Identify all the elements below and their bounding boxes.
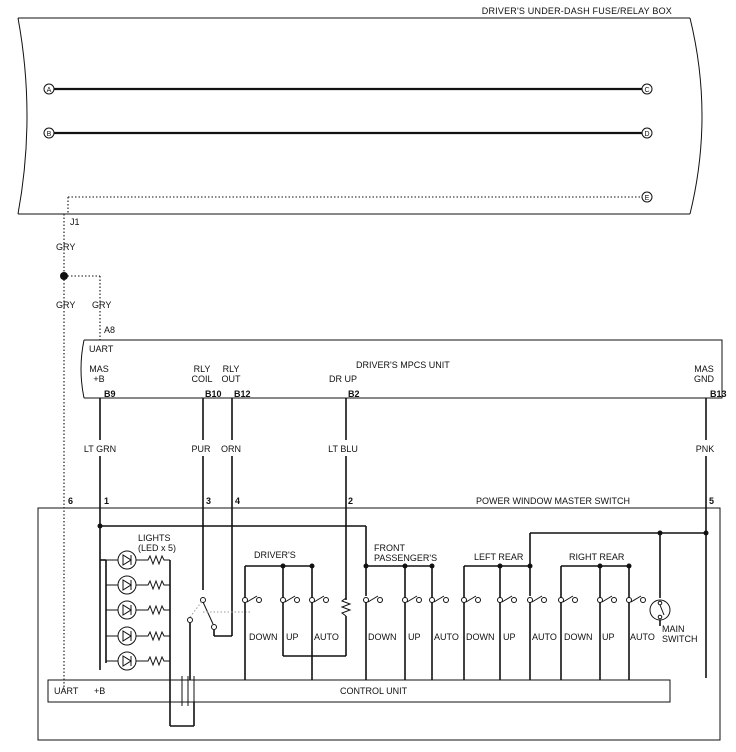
led-icon (106, 575, 170, 595)
window-switch: AUTO (527, 595, 557, 680)
pin-number: B12 (234, 389, 251, 399)
switch-label: AUTO (314, 632, 339, 642)
wire-color-label: LT GRN (84, 444, 116, 454)
switch-pin-number: 1 (104, 496, 109, 506)
window-switch: UP (597, 566, 617, 680)
lights-label: LIGHTS (138, 533, 171, 543)
pin-number: B2 (348, 389, 360, 399)
control-unit: UART +B CONTROL UNIT (47, 676, 671, 706)
window-switch: DOWN (242, 566, 278, 680)
pin-function-label: MAS (694, 364, 714, 374)
pin-function-label: RLY (194, 364, 211, 374)
wire-color-label: PNK (696, 444, 715, 454)
master-switch-title: POWER WINDOW MASTER SWITCH (476, 496, 630, 506)
switch-label: UP (408, 632, 421, 642)
switch-label: DOWN (249, 632, 278, 642)
wire-gry-label: GRY (56, 242, 75, 252)
mpcs-uart-label: UART (89, 344, 114, 354)
group-label-front-passenger: FRONT (374, 543, 405, 553)
group-label-left-rear: LEFT REAR (474, 552, 524, 562)
pin-function-label: RLY (223, 364, 240, 374)
switch-label: DOWN (564, 632, 593, 642)
switch-pin-number: 3 (206, 496, 211, 506)
control-unit-uart-label: UART (54, 686, 79, 696)
window-switch: AUTO (626, 566, 655, 680)
terminal-b: B (43, 127, 55, 139)
fuse-box-title: DRIVER'S UNDER-DASH FUSE/RELAY BOX (482, 6, 672, 16)
pin-function-label: OUT (222, 374, 242, 384)
switch-label: UP (503, 632, 516, 642)
pin-function-label: MAS (89, 364, 109, 374)
switch-label: UP (602, 632, 615, 642)
led-icon (106, 600, 170, 620)
window-switch: DOWN (461, 566, 495, 680)
svg-text:D: D (644, 131, 649, 138)
led-icon (106, 626, 170, 646)
svg-text:C: C (644, 87, 649, 94)
led-icon (106, 550, 170, 570)
terminal-c: C (641, 83, 653, 95)
terminal-e: E (641, 191, 653, 203)
pin-number: B10 (205, 389, 222, 399)
switch-label: AUTO (630, 632, 655, 642)
window-switch: DOWN (363, 595, 397, 680)
wire-color-label: PUR (191, 444, 211, 454)
mpcs-unit: UART DRIVER'S MPCS UNIT MAS +B RLY COIL … (80, 339, 727, 399)
main-switch-label: SWITCH (662, 634, 698, 644)
switch-pin-number: 5 (709, 496, 714, 506)
wire-gry-label: GRY (92, 300, 111, 310)
main-switch: MAIN SWITCH (649, 599, 698, 644)
window-switch: UP (402, 566, 422, 680)
wire-color-label: LT BLU (328, 444, 358, 454)
pin-number: B9 (104, 389, 116, 399)
window-switch: AUTO (429, 566, 459, 680)
harness-wires: LT GRN PUR ORN LT BLU PNK 6 1 3 4 2 5 (68, 398, 714, 678)
pin-function-label: DR UP (329, 374, 357, 384)
switch-pin-number: 6 (68, 496, 73, 506)
switch-label: AUTO (532, 632, 557, 642)
connector-a8-label: A8 (104, 325, 115, 335)
group-label-drivers: DRIVER'S (254, 550, 296, 560)
window-switch: DOWN (558, 566, 593, 680)
group-label-right-rear: RIGHT REAR (569, 552, 625, 562)
window-switch: UP (280, 566, 312, 657)
control-unit-title: CONTROL UNIT (340, 686, 408, 696)
main-switch-label: MAIN (662, 624, 685, 634)
switch-label: AUTO (434, 632, 459, 642)
svg-text:E: E (645, 195, 650, 202)
fuse-relay-box: DRIVER'S UNDER-DASH FUSE/RELAY BOX A B C… (17, 6, 703, 227)
mpcs-title: DRIVER'S MPCS UNIT (356, 360, 450, 370)
window-switch: AUTO (309, 566, 339, 680)
pin-function-label: +B (93, 374, 104, 384)
switch-pin-number: 4 (235, 496, 240, 506)
wire-gry-label: GRY (56, 300, 75, 310)
relay-switch (187, 597, 250, 680)
svg-text:B: B (47, 131, 52, 138)
switch-label: DOWN (466, 632, 495, 642)
switch-label: DOWN (368, 632, 397, 642)
gry-wires: GRY GRY GRY A8 (56, 214, 115, 690)
wire-color-label: ORN (221, 444, 241, 454)
splice-node (60, 272, 68, 280)
lights-label: (LED x 5) (138, 543, 176, 553)
switch-pin-number: 2 (348, 496, 353, 506)
terminal-a: A (43, 83, 55, 95)
switch-label: UP (286, 632, 299, 642)
pin-function-label: GND (694, 374, 715, 384)
pin-number: B13 (710, 389, 727, 399)
connector-j1-label: J1 (70, 217, 80, 227)
group-label-front-passenger: PASSENGER'S (374, 553, 437, 563)
pin-function-label: COIL (191, 374, 212, 384)
led-icon (106, 651, 170, 671)
window-switch: UP (497, 566, 517, 680)
svg-text:A: A (47, 87, 52, 94)
control-unit-b-label: +B (94, 686, 105, 696)
led-array (100, 550, 171, 726)
master-switch: POWER WINDOW MASTER SWITCH LIGHTS (LED x… (37, 496, 721, 741)
terminal-d: D (641, 127, 653, 139)
